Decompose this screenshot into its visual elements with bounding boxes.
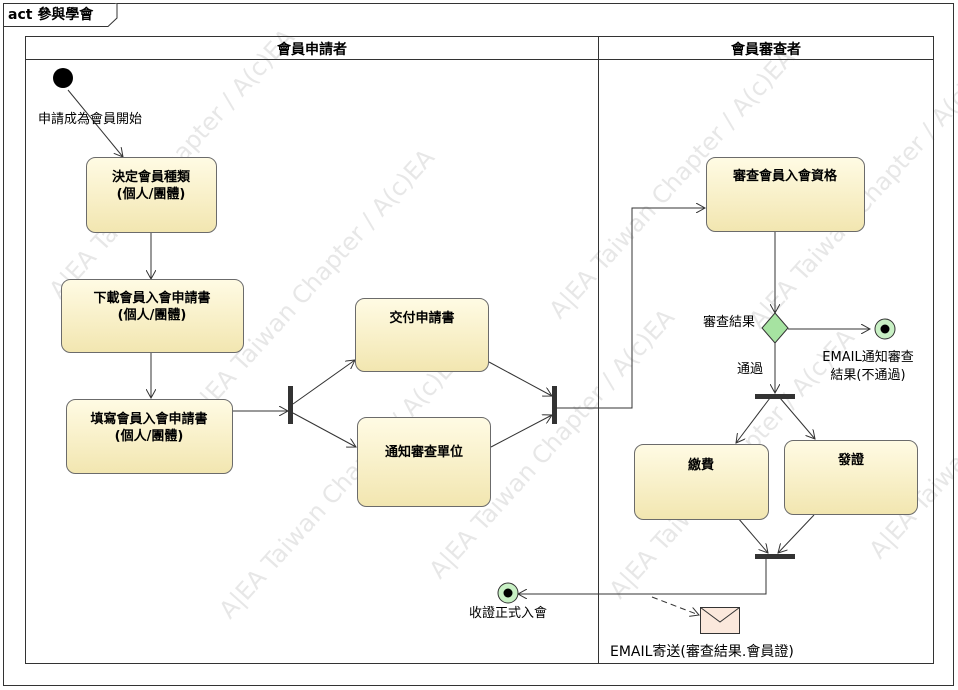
edge-submit-join: [488, 361, 552, 396]
edge-start-decide: [67, 89, 123, 157]
action-notify-review: 通知審查單位: [357, 417, 491, 507]
action-submit-form: 交付申請書: [355, 298, 489, 372]
swimlane-container: [25, 36, 934, 664]
email-send-label: EMAIL寄送(審查結果.會員證): [610, 643, 794, 660]
final-node-reject: [874, 318, 896, 340]
reject-label: 結果(不通過): [830, 368, 905, 383]
edge-pay-join2: [737, 517, 768, 553]
fork-bar-1: [288, 386, 293, 424]
final-node-accept: [497, 582, 519, 604]
edge-notify-join: [490, 415, 552, 448]
edge-fork2-cert: [779, 397, 815, 439]
decision-label: 審查結果: [703, 315, 755, 330]
action-download-form: 下載會員入會申請書 (個人/團體): [61, 279, 244, 353]
action-label: 通知審查單位: [385, 444, 463, 460]
action-decide-type: 決定會員種類 (個人/團體): [86, 157, 217, 233]
action-label: 發證: [837, 452, 865, 468]
action-label: 決定會員種類: [112, 169, 191, 185]
frame-title-tab: [3, 3, 118, 27]
edge-join2-end: [518, 559, 767, 594]
edge-fork-submit: [292, 360, 355, 405]
join-bar-2: [755, 554, 795, 559]
fork-bar-2: [755, 394, 795, 399]
action-label: 填寫會員入會申請書: [90, 411, 207, 427]
action-label: 繳費: [688, 457, 714, 473]
edge-email-dashed: [651, 596, 699, 615]
diagram-frame: [3, 3, 954, 686]
action-label: (個人/團體): [118, 307, 187, 323]
edge-fork2-pay: [736, 397, 771, 443]
decision-node: [761, 312, 789, 344]
envelope-icon: [700, 607, 740, 634]
edges: [67, 89, 870, 615]
lane-title-reviewer: 會員審查者: [730, 41, 801, 58]
action-fill-form: 填寫會員入會申請書 (個人/團體): [66, 399, 233, 474]
action-label: (個人/團體): [115, 428, 184, 444]
edge-join-review: [556, 208, 705, 409]
join-bar-1: [552, 386, 557, 424]
action-label: 下載會員入會申請書: [93, 290, 210, 306]
accept-label: 收證正式入會: [469, 605, 547, 621]
action-label: 交付申請書: [389, 310, 454, 326]
reject-label: EMAIL通知審查: [822, 349, 913, 365]
action-review-qualification: 審查會員入會資格: [706, 157, 865, 232]
frame-title: act 參與學會: [8, 6, 94, 23]
lane-title-applicant: 會員申請者: [276, 41, 347, 58]
action-label: 審查會員入會資格: [732, 168, 838, 184]
action-label: (個人/團體): [117, 186, 186, 202]
edge-cert-join2: [778, 514, 815, 553]
action-issue-certificate: 發證: [784, 440, 918, 515]
start-node: [53, 68, 73, 88]
pass-label: 通過: [737, 362, 763, 377]
start-label: 申請成為會員開始: [38, 111, 142, 127]
action-pay-fee: 繳費: [634, 444, 769, 520]
edge-fork-notify: [292, 412, 356, 447]
